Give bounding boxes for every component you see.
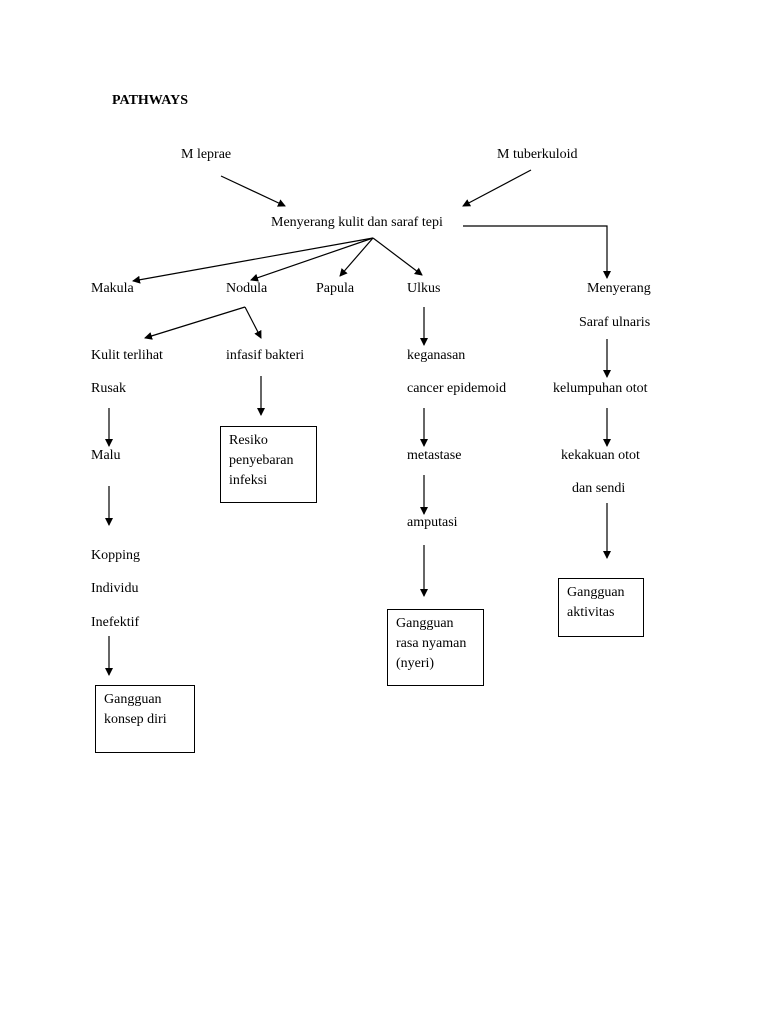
arrow-to-nodula — [250, 237, 374, 282]
arrow-nodula-to-infasif — [244, 306, 262, 339]
node-individu: Individu — [91, 581, 139, 596]
box-line: Resiko — [229, 433, 268, 448]
box-gangguan-konsep-diri: Gangguan konsep diri — [95, 685, 195, 753]
node-menyerang-kulit: Menyerang kulit dan saraf tepi — [271, 215, 443, 230]
node-papula: Papula — [316, 281, 355, 296]
node-m-tuberkuloid: M tuberkuloid — [497, 147, 578, 162]
box-gangguan-rasa-nyaman: Gangguan rasa nyaman (nyeri) — [387, 609, 484, 686]
node-menyerang: Menyerang — [587, 281, 651, 296]
node-rusak: Rusak — [91, 381, 126, 396]
diagram-title: PATHWAYS — [112, 93, 188, 108]
box-line: Gangguan — [396, 616, 454, 631]
box-line: (nyeri) — [396, 656, 435, 671]
node-dan-sendi: dan sendi — [572, 481, 626, 496]
box-line: infeksi — [229, 473, 268, 488]
arrow-to-papula — [339, 237, 374, 277]
box-resiko-penyebaran-infeksi: Resiko penyebaran infeksi — [220, 426, 317, 503]
box-line: aktivitas — [567, 605, 615, 620]
node-kopping: Kopping — [91, 548, 140, 563]
box-line: konsep diri — [104, 712, 167, 727]
arrow-to-makula — [132, 237, 374, 284]
node-m-leprae: M leprae — [181, 147, 232, 162]
box-line: rasa nyaman — [396, 636, 467, 651]
arrow-tuberkuloid-to-menyerang — [462, 169, 532, 207]
arrow-nodula-to-kulit — [144, 306, 246, 340]
node-kekakuan-otot: kekakuan otot — [561, 448, 640, 463]
node-saraf-ulnaris: Saraf ulnaris — [579, 315, 651, 330]
node-cancer-epidemoid: cancer epidemoid — [407, 381, 507, 396]
box-line: Gangguan — [104, 692, 162, 707]
node-kelumpuhan-otot: kelumpuhan otot — [553, 381, 648, 396]
node-infasif-bakteri: infasif bakteri — [226, 348, 305, 363]
node-malu: Malu — [91, 448, 121, 463]
node-metastase: metastase — [407, 448, 462, 463]
node-keganasan: keganasan — [407, 348, 466, 363]
node-makula: Makula — [91, 281, 134, 296]
node-amputasi: amputasi — [407, 515, 458, 530]
box-line: Gangguan — [567, 585, 625, 600]
node-nodula: Nodula — [226, 281, 268, 296]
node-ulkus: Ulkus — [407, 281, 441, 296]
arrow-to-ulkus — [372, 237, 423, 276]
node-kulit-terlihat: Kulit terlihat — [91, 348, 163, 363]
box-gangguan-aktivitas: Gangguan aktivitas — [558, 578, 644, 637]
box-line: penyebaran — [229, 453, 294, 468]
arrow-menyerang-to-saraf — [463, 225, 611, 279]
node-inefektif: Inefektif — [91, 615, 140, 630]
arrow-leprae-to-menyerang — [220, 175, 286, 207]
